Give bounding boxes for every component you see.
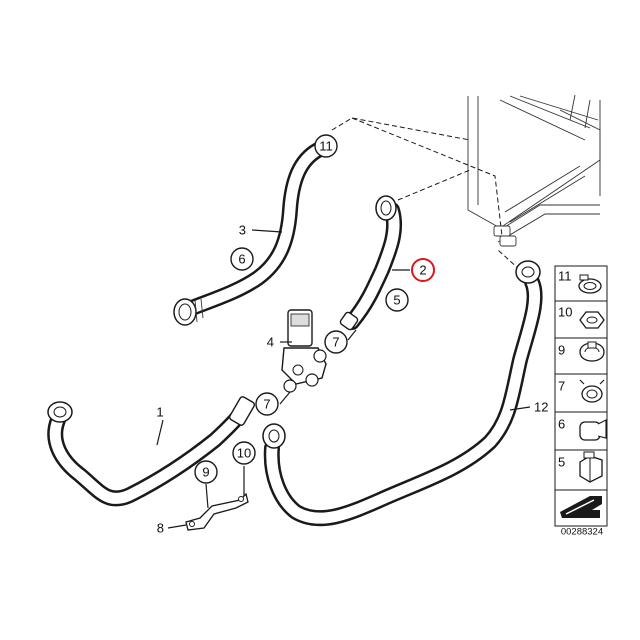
svg-text:5: 5: [558, 455, 565, 470]
spring-clamp-icon: [579, 379, 605, 403]
panel-item-5: 5: [558, 451, 603, 483]
parts-panel: 11 10 9 7: [554, 265, 608, 527]
hex-nut-icon: [579, 311, 605, 329]
panel-item-6: 6: [558, 417, 607, 441]
svg-text:7: 7: [263, 397, 270, 412]
hose-1: [47, 396, 256, 507]
arrow-icon: [560, 496, 602, 518]
callout-6: 6: [230, 247, 254, 271]
svg-text:9: 9: [558, 343, 565, 358]
callout-2: 2: [411, 258, 435, 282]
callout-9: 9: [194, 460, 218, 484]
retaining-clip-icon: [579, 451, 603, 483]
bracket-8: [185, 492, 249, 531]
svg-text:10: 10: [237, 446, 251, 461]
panel-item-7: 7: [558, 379, 605, 403]
label-3: 3: [239, 223, 246, 238]
svg-text:2: 2: [419, 263, 426, 278]
callout-10: 10: [232, 441, 256, 465]
svg-text:6: 6: [558, 417, 565, 432]
svg-text:10: 10: [558, 305, 572, 320]
panel-item-11: 11: [558, 269, 602, 294]
label-8: 8: [157, 521, 164, 536]
svg-text:11: 11: [558, 269, 572, 284]
callout-7-upper: 7: [324, 330, 348, 354]
svg-text:9: 9: [202, 465, 209, 480]
heater-core-outline: [467, 94, 601, 247]
hose-12: [262, 260, 543, 527]
hose-clamp-icon: [578, 274, 602, 294]
panel-item-9: 9: [558, 341, 605, 362]
hose-clip-icon: [579, 419, 607, 441]
panel-item-10: 10: [558, 305, 605, 329]
label-12: 12: [534, 400, 548, 415]
callout-5: 5: [385, 288, 409, 312]
reference-lines: [331, 117, 521, 271]
svg-text:11: 11: [319, 139, 333, 154]
callout-7-lower: 7: [255, 392, 279, 416]
svg-text:5: 5: [393, 293, 400, 308]
callout-11: 11: [314, 134, 338, 158]
label-4: 4: [267, 335, 274, 350]
svg-text:7: 7: [558, 379, 565, 394]
leader-lines: [156, 229, 531, 529]
hose-2: [339, 195, 403, 331]
hose-3: [173, 142, 326, 326]
svg-text:6: 6: [238, 252, 245, 267]
svg-text:7: 7: [332, 335, 339, 350]
clamp-icon: [579, 341, 605, 362]
label-1: 1: [156, 405, 163, 420]
valve-4: [281, 309, 327, 393]
reference-number: 00288324: [561, 527, 603, 538]
